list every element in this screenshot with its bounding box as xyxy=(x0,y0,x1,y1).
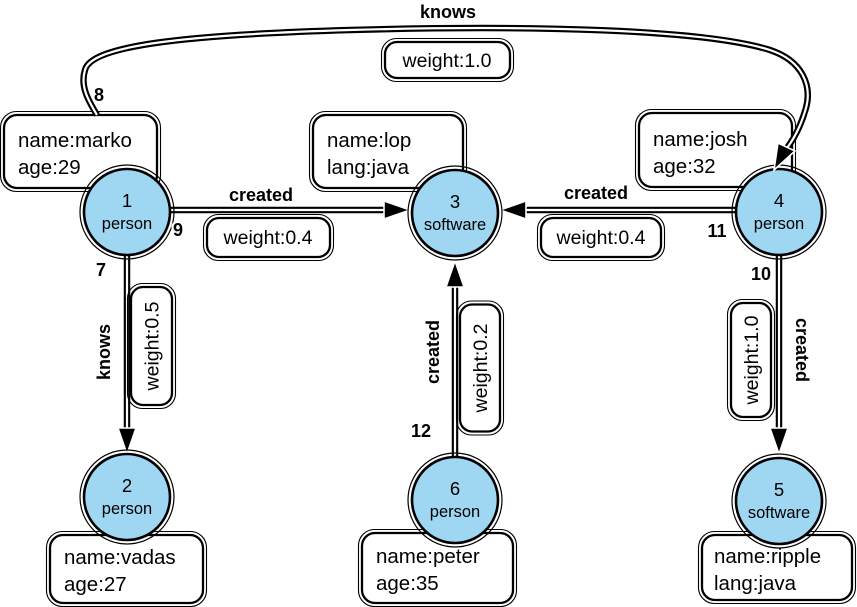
edge-label-created-vertical-mid: created xyxy=(423,320,443,384)
node-id: 3 xyxy=(450,191,460,212)
node-3: 3 software xyxy=(407,165,503,261)
node-label: software xyxy=(748,504,810,522)
edge-id-10: 10 xyxy=(751,264,771,284)
edge-label-created-right: created xyxy=(564,183,628,203)
edge-id-8: 8 xyxy=(94,85,104,105)
weight-label: weight:0.2 xyxy=(470,324,492,414)
arrowhead-icon xyxy=(768,427,790,457)
edge-created-4-3 xyxy=(497,199,736,221)
arrowhead-icon xyxy=(116,427,138,457)
property-line: age:32 xyxy=(653,155,716,178)
edge-label-created-vertical-right: created xyxy=(792,318,812,382)
property-line: name:marko xyxy=(18,129,132,152)
weight-label: weight:0.4 xyxy=(223,227,313,249)
property-box-josh: name:josh age:32 xyxy=(634,108,797,192)
node-label: person xyxy=(102,500,152,518)
property-line: lang:java xyxy=(327,156,410,179)
edge-id-12: 12 xyxy=(411,421,431,441)
node-id: 1 xyxy=(122,190,132,211)
weight-box-knows-vertical: weight:0.5 xyxy=(126,282,177,410)
property-box-vadas: name:vadas age:27 xyxy=(45,530,208,607)
node-1: 1 person xyxy=(79,164,175,260)
property-line: age:29 xyxy=(18,156,81,179)
weight-box-created-vertical-right: weight:1.0 xyxy=(726,298,776,422)
edge-label-knows-vertical: knows xyxy=(94,324,114,380)
property-line: age:27 xyxy=(64,573,127,596)
node-2: 2 person xyxy=(79,449,175,545)
property-line: age:35 xyxy=(376,572,439,595)
edge-id-9: 9 xyxy=(173,220,183,240)
weight-label: weight:1.0 xyxy=(402,50,492,72)
property-box-ripple: name:ripple lang:java xyxy=(697,530,857,605)
weight-box-knows-top: weight:1.0 xyxy=(380,37,515,83)
weight-label: weight:0.4 xyxy=(556,227,646,249)
weight-label: weight:1.0 xyxy=(741,315,763,405)
edge-created-4-5 xyxy=(768,253,790,457)
node-id: 6 xyxy=(450,478,460,499)
weight-box-created-vertical-mid: weight:0.2 xyxy=(455,300,505,436)
edge-id-7: 7 xyxy=(96,260,106,280)
weight-label: weight:0.5 xyxy=(142,301,164,391)
edge-label-knows-top: knows xyxy=(420,2,476,22)
node-6: 6 person xyxy=(407,452,503,548)
node-4: 4 person xyxy=(731,164,827,260)
node-label: person xyxy=(102,215,152,233)
node-id: 4 xyxy=(774,190,784,211)
property-line: name:ripple xyxy=(714,545,821,568)
node-label: person xyxy=(430,503,480,521)
property-line: name:josh xyxy=(653,128,748,151)
property-box-lop: name:lop lang:java xyxy=(308,110,468,193)
arrowhead-icon xyxy=(497,199,527,221)
property-line: name:peter xyxy=(376,545,480,568)
property-line: name:lop xyxy=(327,129,411,152)
arrowhead-icon xyxy=(444,258,466,288)
node-5: 5 software xyxy=(731,453,827,549)
node-label: software xyxy=(424,216,486,234)
edge-id-11: 11 xyxy=(707,221,726,241)
property-line: name:vadas xyxy=(64,546,176,569)
weight-box-created-right: weight:0.4 xyxy=(536,213,666,262)
arrowhead-icon xyxy=(383,199,413,221)
edge-label-created-left: created xyxy=(229,185,293,205)
arrowhead-icon xyxy=(772,141,797,173)
node-id: 5 xyxy=(774,479,784,500)
property-box-peter: name:peter age:35 xyxy=(357,528,518,607)
edge-created-1-3 xyxy=(168,199,413,221)
edge-created-6-3 xyxy=(444,258,466,458)
weight-box-created-left: weight:0.4 xyxy=(202,213,335,262)
edge-knows-1-4 xyxy=(80,24,811,173)
node-label: person xyxy=(754,215,804,233)
property-line: lang:java xyxy=(714,572,797,595)
node-id: 2 xyxy=(122,475,132,496)
